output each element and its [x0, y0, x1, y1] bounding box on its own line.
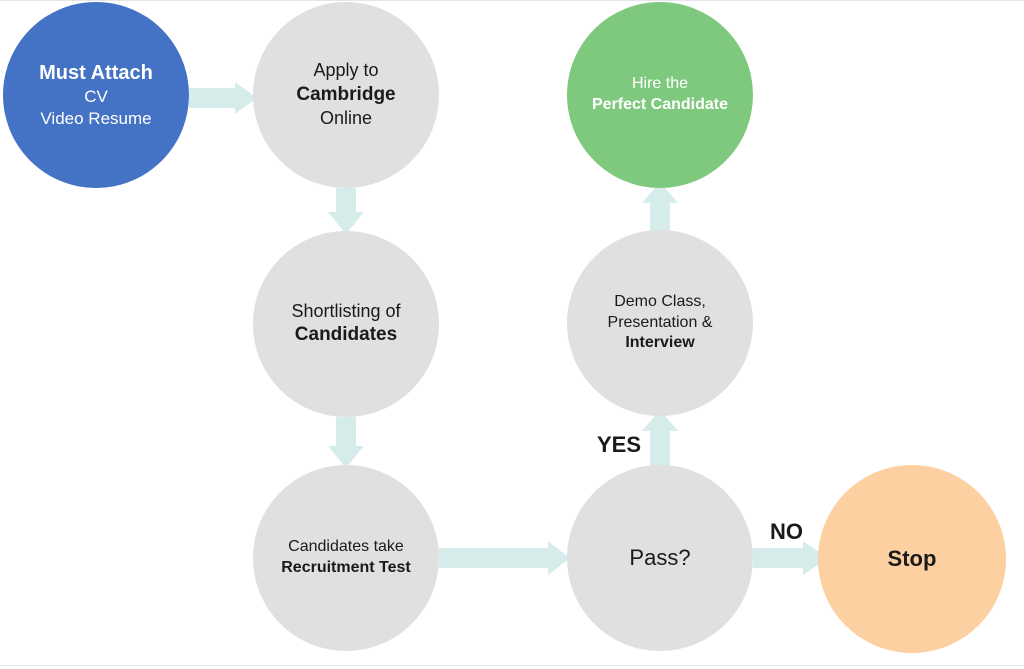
node-pass-label: Pass? [629, 544, 691, 570]
node-stop-label: Stop [887, 545, 937, 571]
node-apply-line1: Apply to [313, 60, 379, 81]
node-test-line2: Recruitment Test [281, 559, 411, 576]
node-apply-line2: Cambridge [296, 83, 396, 105]
node-shortlisting-line1: Shortlisting of [291, 300, 401, 321]
node-must-attach: Must Attach CV Video Resume [3, 2, 189, 188]
node-hire-candidate: Hire the Perfect Candidate [567, 2, 753, 188]
node-shortlisting: Shortlisting of Candidates [253, 231, 439, 417]
bottom-divider [0, 665, 1024, 666]
arrow-test-to-pass [439, 541, 570, 575]
node-must-attach-cv: CV [84, 86, 108, 106]
node-hire-line2: Perfect Candidate [591, 96, 729, 113]
node-demo-interview: Demo Class, Presentation & Interview [567, 230, 753, 416]
node-must-attach-title: Must Attach [39, 61, 153, 84]
node-stop: Stop [818, 465, 1006, 653]
edge-label-no: NO [770, 519, 803, 544]
node-demo-line2: Presentation & [607, 313, 713, 331]
edge-label-yes: YES [597, 432, 642, 457]
node-demo-line3: Interview [625, 334, 695, 352]
node-hire-line1: Hire the [631, 75, 689, 93]
top-divider [0, 0, 1024, 1]
node-test-line1: Candidates take [288, 538, 404, 556]
node-must-attach-video-resume: Video Resume [40, 109, 152, 128]
arrow-pass-to-demo [642, 410, 678, 467]
node-apply-line3: Online [319, 108, 373, 129]
node-shortlisting-line2: Candidates [294, 324, 398, 346]
arrow-pass-to-stop [753, 541, 828, 575]
arrow-apply-to-shortlist [328, 188, 364, 234]
arrow-attach-to-apply [189, 82, 257, 114]
node-pass-decision: Pass? [567, 465, 753, 651]
node-demo-line1: Demo Class, [614, 292, 706, 310]
arrow-shortlist-to-test [328, 417, 364, 468]
node-apply-online: Apply to Cambridge Online [253, 2, 439, 188]
arrow-demo-to-hire [642, 182, 678, 232]
node-recruitment-test: Candidates take Recruitment Test [253, 465, 439, 651]
